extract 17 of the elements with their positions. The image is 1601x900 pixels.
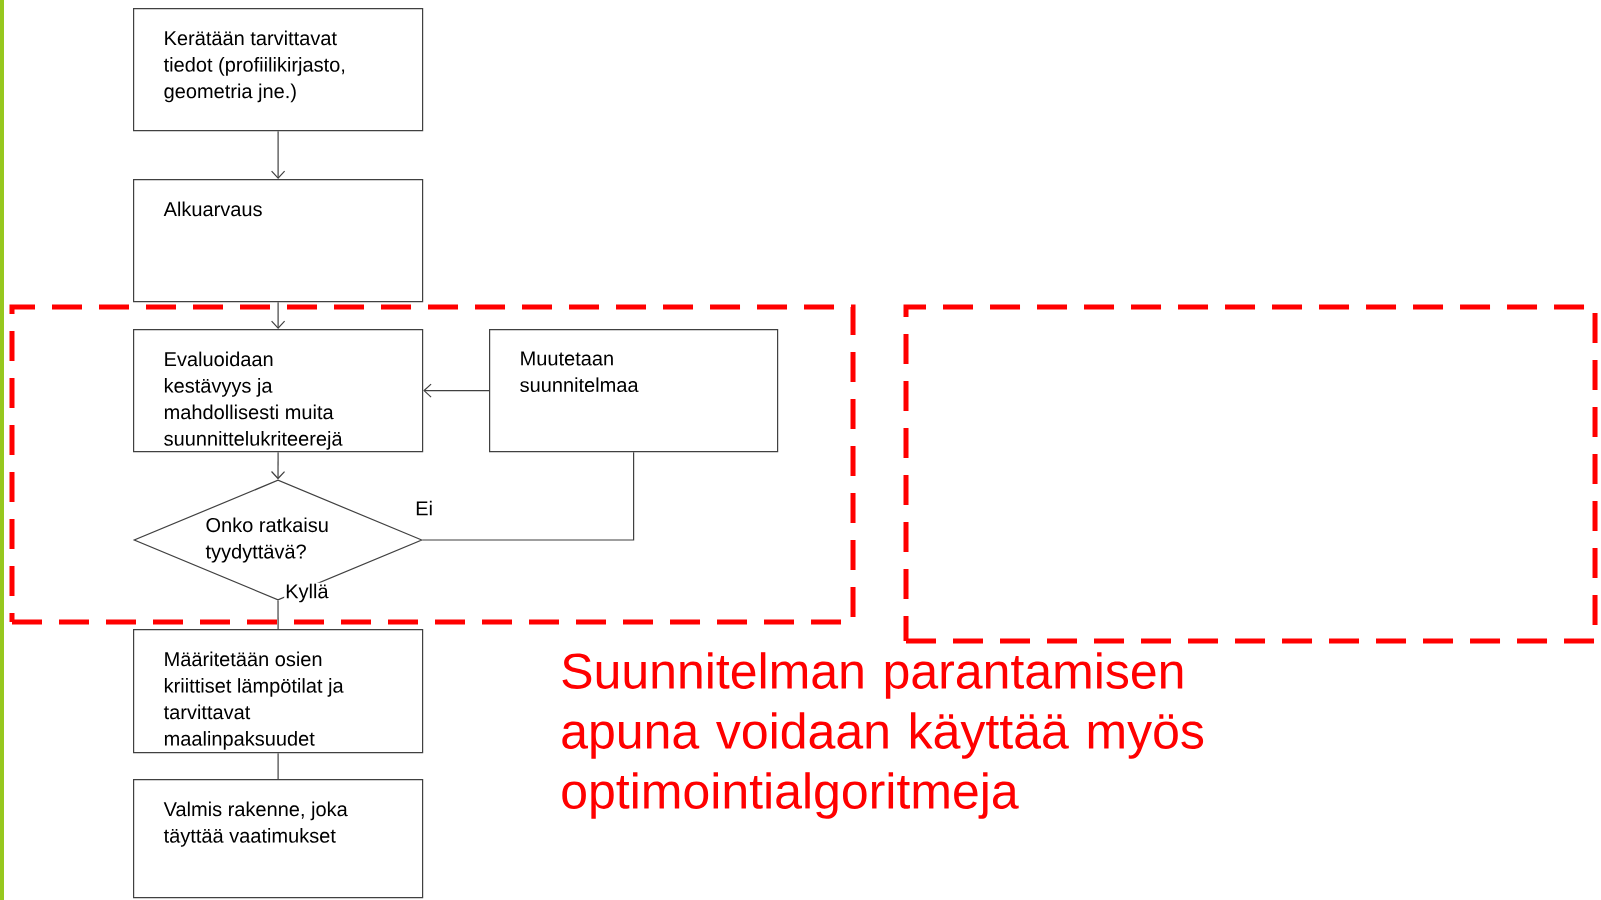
connector-line (277, 600, 279, 630)
process-box: Alkuarvaus (133, 179, 424, 303)
process-box: Määritetään osien kriittiset lämpötilat ja tarvittavat maalinpaksuudet (133, 629, 424, 754)
dashed-frame (9, 304, 856, 625)
callout-text: Suunnitelman parantamisen apuna voidaan käyttää myös optimointialgoritmeja (562, 652, 1204, 819)
connector-line (422, 451, 635, 541)
process-box: Kerätään tarvittavat tiedot (profiilikirjasto, geometria jne.) (133, 8, 424, 132)
arrow (270, 451, 286, 480)
connector-line (277, 752, 279, 780)
process-box: Muutetaan suunnitelmaa (489, 329, 779, 453)
arrow (423, 383, 490, 398)
process-box: Valmis rakenne, joka täyttää vaatimukset (133, 779, 424, 899)
arrow (271, 301, 286, 329)
arrow (271, 130, 286, 179)
process-box: Evaluoidaan kestävyys ja mahdollisesti muita suunnittelukriteerejä (133, 329, 424, 453)
edge-label: Kyllä (284, 582, 330, 604)
dashed-frame (903, 304, 1598, 644)
